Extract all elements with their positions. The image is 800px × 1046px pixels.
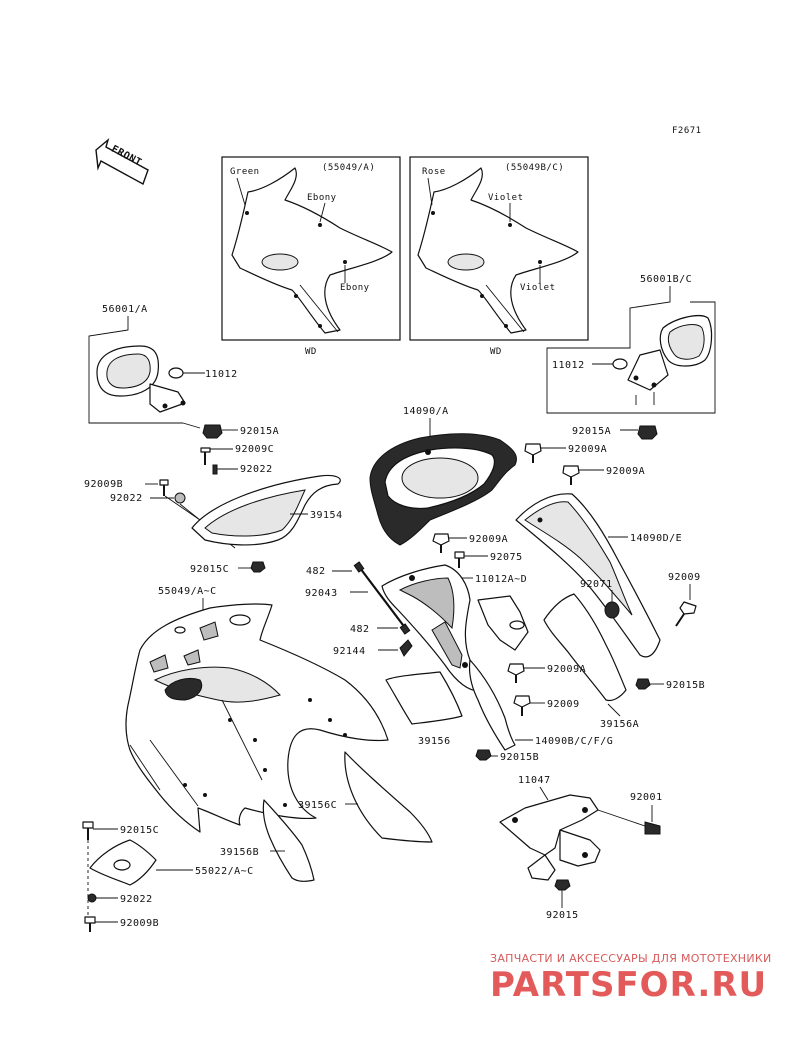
mirror-left: 56001/A 11012	[88, 304, 238, 429]
label-92071: 92071	[580, 579, 613, 590]
label-92009a-1: 92009A	[568, 444, 607, 455]
fasteners-lower-right: 92071 92009 92015B 92009A 92009 14090B/C…	[475, 572, 705, 763]
upper-cowling-55049: 55049/A~C	[125, 586, 389, 833]
figure-code: F2671	[672, 126, 702, 136]
label-92015a-left: 92015A	[240, 426, 279, 437]
centre-bracket: 92009A 92075 11012A~D 482 92043 482 9214…	[305, 533, 529, 751]
label-92015c-bottom: 92015C	[120, 825, 159, 836]
inset-left-color-1: Green	[230, 167, 260, 177]
fasteners-right: 92015A 92009A	[562, 425, 658, 485]
side-panel-14090de: 14090D/E	[515, 493, 682, 658]
pad-39156a: 39156A	[543, 593, 639, 730]
mirror-right-label: 56001B/C	[640, 274, 692, 285]
label-39156b: 39156B	[220, 847, 259, 858]
mirror-right: 56001B/C 11012	[546, 274, 716, 414]
label-92009-right: 92009	[668, 572, 701, 583]
instrument-panel-14090a: 14090/A 92009A	[369, 406, 607, 546]
label-92009a-2: 92009A	[606, 466, 645, 477]
label-92015c-mid: 92015C	[190, 564, 229, 575]
watermark-tagline: ЗАПЧАСТИ И АКСЕССУАРЫ ДЛЯ МОТОТЕХНИКИ	[490, 952, 772, 965]
pad-39156c: 39156C	[298, 751, 433, 843]
inset-left-caption: WD	[305, 347, 317, 357]
watermark: ЗАПЧАСТИ И АКСЕССУАРЫ ДЛЯ МОТОТЕХНИКИ PA…	[490, 952, 772, 1005]
label-92009a-4: 92009A	[547, 664, 586, 675]
label-14090de: 14090D/E	[630, 533, 682, 544]
label-92015a-right: 92015A	[572, 426, 611, 437]
label-39156a: 39156A	[600, 719, 639, 730]
label-11012a-d: 11012A~D	[475, 574, 527, 585]
label-92015b-right: 92015B	[666, 680, 705, 691]
pad-39156: 39156	[385, 671, 463, 747]
bracket-55022: 92015C 55022/A~C 92022 92009B	[82, 821, 254, 932]
watermark-brand: PARTSFOR.RU	[490, 965, 767, 1005]
stay-11047: 11047 92001 92015	[499, 775, 663, 921]
label-92009a-3: 92009A	[469, 534, 508, 545]
inset-right-color-1: Rose	[422, 167, 446, 177]
label-39154: 39154	[310, 510, 343, 521]
label-55049ac: 55049/A~C	[158, 586, 217, 597]
front-arrow: FRONT	[95, 138, 149, 186]
label-39156c: 39156C	[298, 800, 337, 811]
label-92009c: 92009C	[235, 444, 274, 455]
inset-right: (55049B/C) Rose Violet Violet WD	[409, 156, 589, 357]
pad-39156b: 39156B	[220, 799, 315, 882]
label-92009b-left: 92009B	[84, 479, 123, 490]
label-11012-right: 11012	[552, 360, 585, 371]
inset-left-color-2: Ebony	[307, 193, 337, 203]
label-11012-left: 11012	[205, 369, 238, 380]
label-92022-left: 92022	[110, 493, 143, 504]
inset-left-color-3: Ebony	[340, 283, 370, 293]
label-14090a: 14090/A	[403, 406, 449, 417]
label-92043: 92043	[305, 588, 338, 599]
label-92009b-bottom: 92009B	[120, 918, 159, 929]
mirror-left-label: 56001/A	[102, 304, 148, 315]
inset-left: (55049/A) Green Ebony Ebony WD	[221, 156, 401, 357]
label-14090bcfg: 14090B/C/F/G	[535, 736, 613, 747]
inset-right-part: (55049B/C)	[505, 163, 564, 173]
panel-39154: 39154 92015C	[190, 474, 343, 575]
label-92015b-centre: 92015B	[500, 752, 539, 763]
inset-right-color-3: Violet	[520, 283, 556, 293]
label-39156: 39156	[418, 736, 451, 747]
label-92144: 92144	[333, 646, 366, 657]
label-482-top: 482	[306, 566, 326, 577]
label-92001: 92001	[630, 792, 663, 803]
inset-right-caption: WD	[490, 347, 502, 357]
label-92075: 92075	[490, 552, 523, 563]
inset-right-color-2: Violet	[488, 193, 524, 203]
label-92009-centre: 92009	[547, 699, 580, 710]
label-92022-bottom: 92022	[120, 894, 153, 905]
label-482-bottom: 482	[350, 624, 370, 635]
label-11047: 11047	[518, 775, 551, 786]
label-92015: 92015	[546, 910, 579, 921]
inset-left-part: (55049/A)	[322, 163, 375, 173]
label-92022-top: 92022	[240, 464, 273, 475]
label-55022: 55022/A~C	[195, 866, 254, 877]
